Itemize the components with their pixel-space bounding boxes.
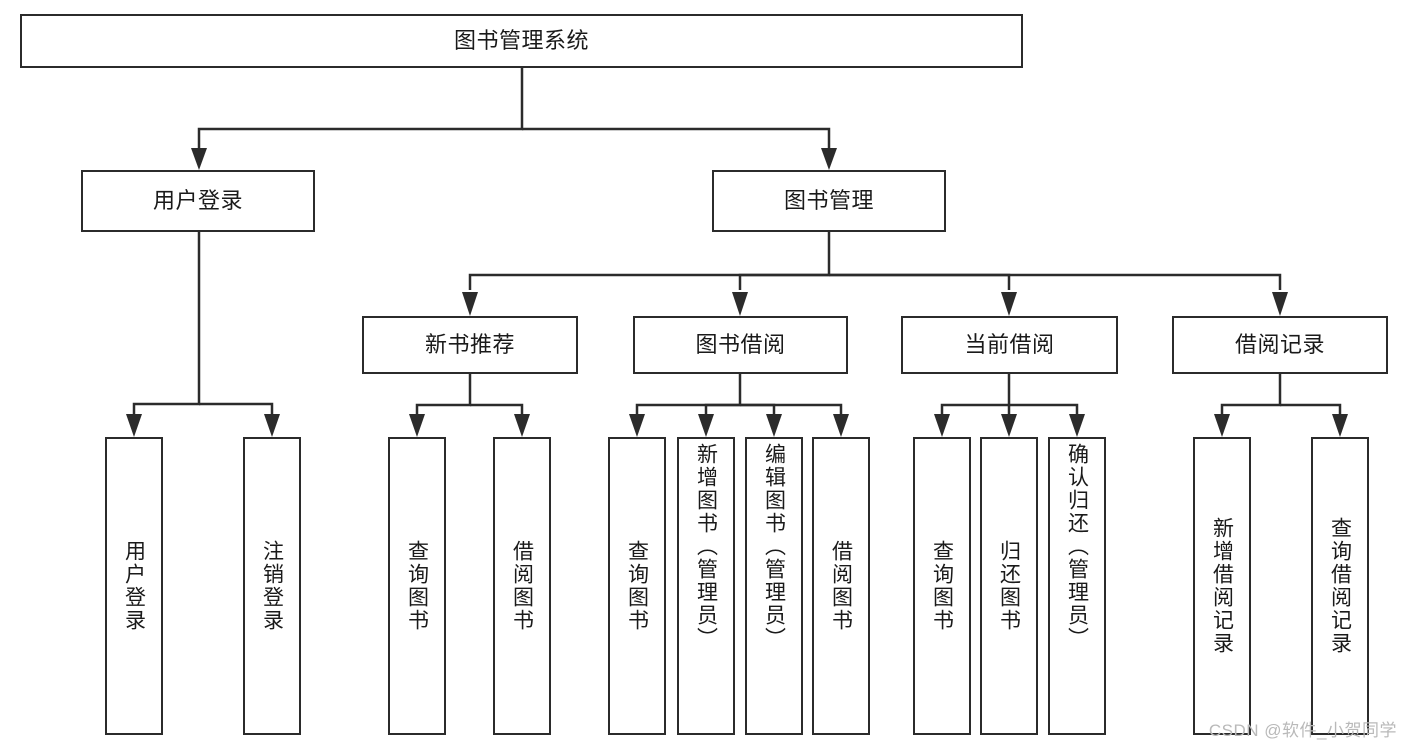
link-book-manage-to-new-book bbox=[468, 232, 831, 290]
node-borrow-record-label: 借阅记录 bbox=[1234, 331, 1325, 357]
arrow-to-current-borrow bbox=[1001, 292, 1017, 316]
leaf-book-borrow-2-label: 新增图书（管理员） bbox=[694, 443, 718, 650]
arrow-borrow-record-leaf-1 bbox=[1214, 414, 1230, 437]
leaf-new-book-1[interactable]: 查询图书 bbox=[388, 437, 446, 735]
leaf-user-login-2[interactable]: 注销登录 bbox=[243, 437, 301, 735]
node-book-management[interactable]: 图书管理 bbox=[712, 170, 946, 232]
node-current-borrow[interactable]: 当前借阅 bbox=[901, 316, 1118, 374]
arrow-user-login-leaf-1 bbox=[126, 414, 142, 437]
leaf-book-borrow-4-label: 借阅图书 bbox=[829, 540, 853, 632]
node-root[interactable]: 图书管理系统 bbox=[20, 14, 1023, 68]
node-user-login-label: 用户登录 bbox=[152, 187, 243, 213]
arrow-root-to-user-login bbox=[191, 148, 207, 170]
arrow-user-login-leaf-2 bbox=[264, 414, 280, 437]
leaf-book-borrow-4[interactable]: 借阅图书 bbox=[812, 437, 870, 735]
leaf-book-borrow-3-label: 编辑图书（管理员） bbox=[762, 443, 786, 650]
node-user-login[interactable]: 用户登录 bbox=[81, 170, 315, 232]
node-new-book-recommend[interactable]: 新书推荐 bbox=[362, 316, 578, 374]
link-book-manage-to-book-borrow bbox=[738, 273, 829, 290]
node-book-borrow-label: 图书借阅 bbox=[695, 331, 786, 357]
arrow-current-borrow-leaf-1 bbox=[934, 414, 950, 437]
leaf-new-book-2[interactable]: 借阅图书 bbox=[493, 437, 551, 735]
leaf-book-borrow-2[interactable]: 新增图书（管理员） bbox=[677, 437, 735, 735]
leaf-user-login-2-label: 注销登录 bbox=[260, 540, 284, 632]
link-new-book-leaf-1 bbox=[415, 374, 472, 420]
leaf-book-borrow-1-label: 查询图书 bbox=[625, 540, 649, 632]
arrow-current-borrow-leaf-3 bbox=[1069, 414, 1085, 437]
arrow-to-new-book bbox=[462, 292, 478, 316]
leaf-borrow-record-2-label: 查询借阅记录 bbox=[1328, 517, 1352, 655]
link-book-borrow-leaf-3 bbox=[740, 403, 776, 420]
leaf-borrow-record-2[interactable]: 查询借阅记录 bbox=[1311, 437, 1369, 735]
leaf-current-borrow-3[interactable]: 确认归还（管理员） bbox=[1048, 437, 1106, 735]
leaf-new-book-1-label: 查询图书 bbox=[405, 540, 429, 632]
arrow-to-borrow-record bbox=[1272, 292, 1288, 316]
link-current-borrow-leaf-3 bbox=[1009, 403, 1079, 420]
node-new-book-recommend-label: 新书推荐 bbox=[424, 331, 515, 357]
arrow-borrow-record-leaf-2 bbox=[1332, 414, 1348, 437]
link-book-manage-to-current-borrow bbox=[829, 273, 1011, 290]
arrow-book-borrow-leaf-3 bbox=[766, 414, 782, 437]
link-book-borrow-leaf-2 bbox=[704, 403, 740, 420]
arrow-book-borrow-leaf-2 bbox=[698, 414, 714, 437]
link-user-login-bus-right bbox=[199, 402, 274, 420]
leaf-borrow-record-1[interactable]: 新增借阅记录 bbox=[1193, 437, 1251, 735]
link-borrow-record-leaf-1 bbox=[1220, 374, 1282, 420]
node-borrow-record[interactable]: 借阅记录 bbox=[1172, 316, 1388, 374]
link-current-borrow-leaf-1 bbox=[940, 374, 1011, 420]
link-new-book-leaf-2 bbox=[470, 403, 524, 420]
leaf-current-borrow-2[interactable]: 归还图书 bbox=[980, 437, 1038, 735]
link-root-to-user-login bbox=[197, 68, 524, 152]
leaf-book-borrow-1[interactable]: 查询图书 bbox=[608, 437, 666, 735]
node-book-management-label: 图书管理 bbox=[783, 187, 874, 213]
link-book-manage-to-borrow-record bbox=[829, 273, 1282, 290]
node-current-borrow-label: 当前借阅 bbox=[964, 331, 1055, 357]
arrow-new-book-leaf-2 bbox=[514, 414, 530, 437]
csdn-watermark: CSDN @软件_小贺同学 bbox=[1208, 721, 1397, 740]
leaf-current-borrow-3-label: 确认归还（管理员） bbox=[1065, 443, 1089, 650]
leaf-book-borrow-3[interactable]: 编辑图书（管理员） bbox=[745, 437, 803, 735]
arrow-root-to-book-manage bbox=[821, 148, 837, 170]
node-book-borrow[interactable]: 图书借阅 bbox=[633, 316, 848, 374]
arrow-book-borrow-leaf-1 bbox=[629, 414, 645, 437]
leaf-new-book-2-label: 借阅图书 bbox=[510, 540, 534, 632]
leaf-user-login-1-label: 用户登录 bbox=[122, 540, 146, 632]
link-book-borrow-leaf-1 bbox=[635, 374, 742, 420]
link-root-to-book-manage bbox=[522, 127, 831, 152]
link-borrow-record-leaf-2 bbox=[1280, 403, 1342, 420]
leaf-current-borrow-1-label: 查询图书 bbox=[930, 540, 954, 632]
arrow-to-book-borrow bbox=[732, 292, 748, 316]
arrow-new-book-leaf-1 bbox=[409, 414, 425, 437]
arrow-book-borrow-leaf-4 bbox=[833, 414, 849, 437]
leaf-current-borrow-1[interactable]: 查询图书 bbox=[913, 437, 971, 735]
link-user-login-bus-left bbox=[132, 232, 201, 420]
leaf-borrow-record-1-label: 新增借阅记录 bbox=[1210, 517, 1234, 655]
node-root-label: 图书管理系统 bbox=[453, 27, 589, 53]
link-book-borrow-leaf-4 bbox=[740, 403, 843, 420]
leaf-current-borrow-2-label: 归还图书 bbox=[997, 540, 1021, 632]
arrow-current-borrow-leaf-2 bbox=[1001, 414, 1017, 437]
leaf-user-login-1[interactable]: 用户登录 bbox=[105, 437, 163, 735]
